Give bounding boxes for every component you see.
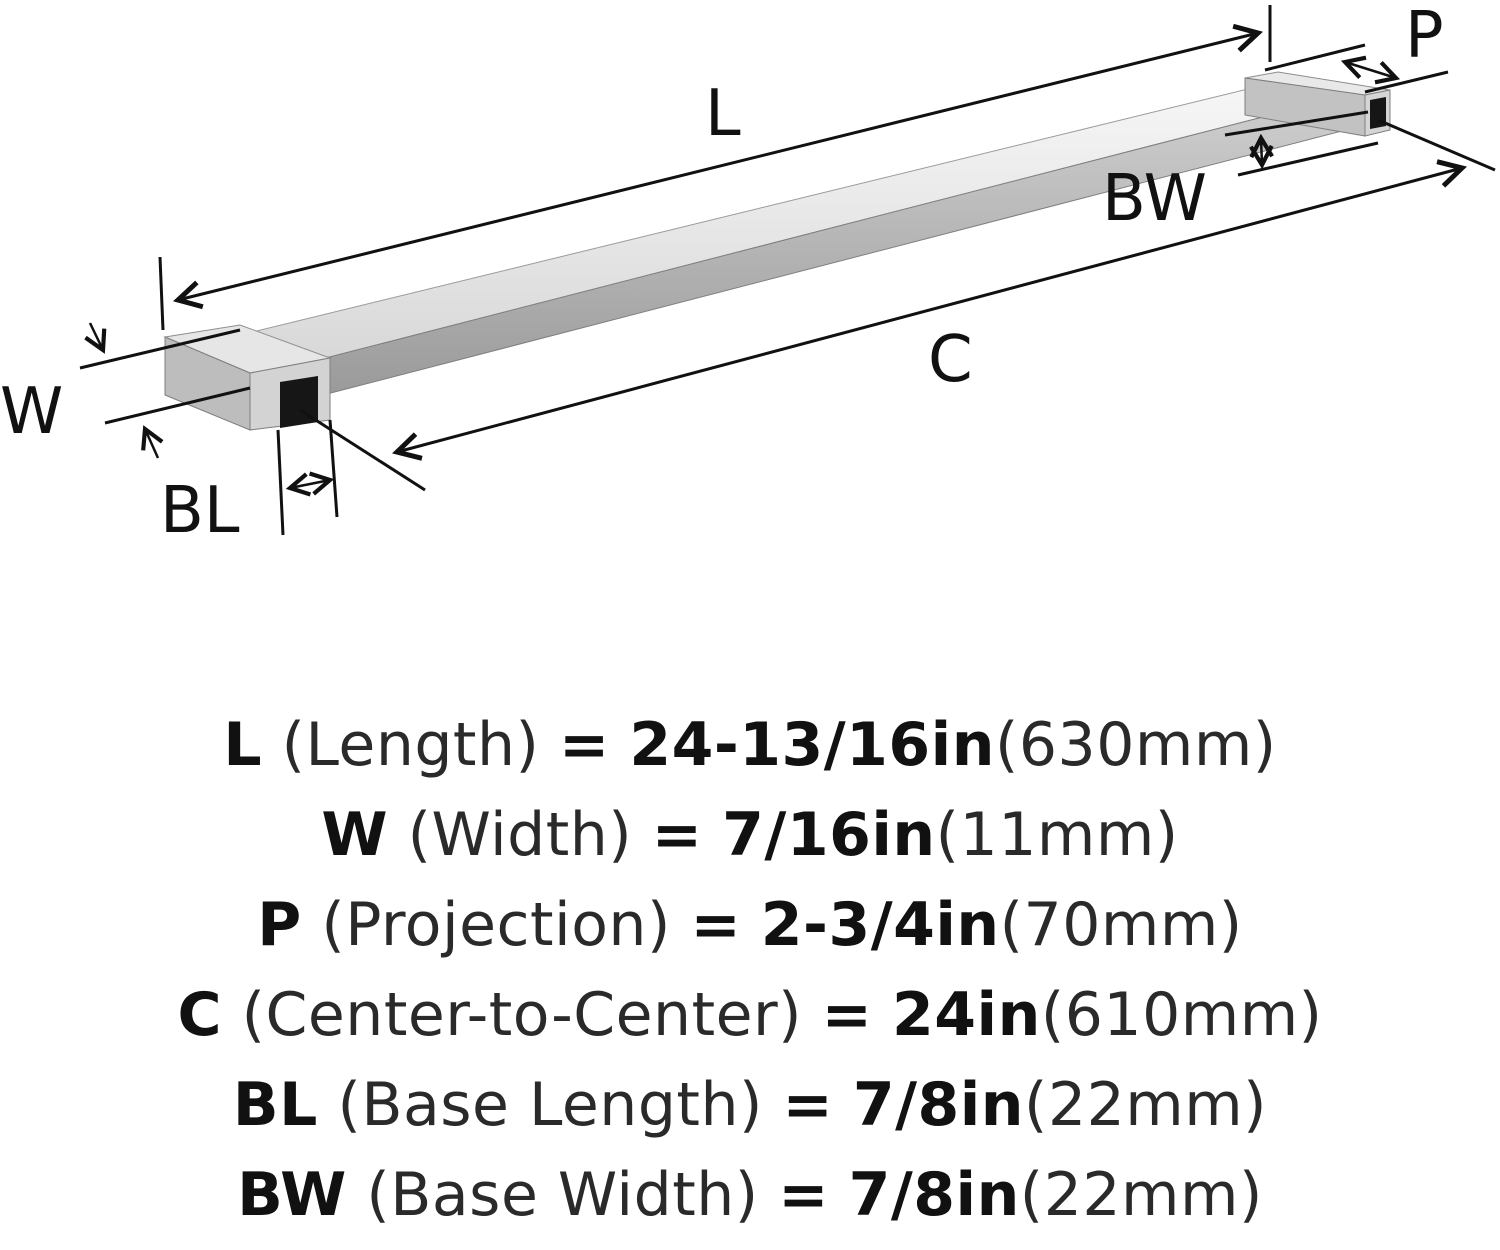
spec-name: (Base Length) [337, 1070, 763, 1140]
spec-name: (Projection) [321, 890, 671, 960]
spec-metric: (610mm) [1040, 980, 1323, 1050]
spec-metric: (22mm) [1019, 1160, 1263, 1230]
projection-arrow [1345, 62, 1396, 78]
spec-imperial: 24in [892, 980, 1041, 1050]
spec-code: BL [232, 1070, 318, 1140]
spec-name: (Center-to-Center) [241, 980, 803, 1050]
spec-equals: = [782, 1070, 834, 1140]
projection-guide-bottom [1364, 70, 1449, 94]
base-length-extension-right [328, 419, 339, 518]
spec-code: BW [237, 1160, 347, 1230]
left-base-opening [280, 376, 318, 428]
spec-code: C [177, 980, 222, 1050]
spec-row-base-length: BL (Base Length) = 7/8in(22mm) [0, 1060, 1500, 1150]
width-arrow-top [90, 322, 103, 350]
center-line-left [299, 408, 426, 492]
callout-c: C [928, 323, 973, 397]
spec-name: (Width) [407, 800, 633, 870]
spec-imperial: 7/16in [722, 800, 936, 870]
spec-name: (Base Width) [366, 1160, 759, 1230]
towel-bar [163, 71, 1391, 431]
spec-row-center-to-center: C (Center-to-Center) = 24in(610mm) [0, 970, 1500, 1060]
spec-imperial: 7/8in [852, 1070, 1025, 1140]
dimension-labels: L P BW W C BL [0, 0, 1444, 548]
spec-metric: (630mm) [994, 710, 1277, 780]
center-dimension-arrow [397, 168, 1462, 452]
base-width-arrow [1261, 138, 1262, 165]
spec-code: W [321, 800, 388, 870]
callout-bl: BL [160, 474, 240, 548]
spec-row-projection: P (Projection) = 2-3/4in(70mm) [0, 880, 1500, 970]
callout-p: P [1405, 0, 1444, 73]
spec-code: P [257, 890, 302, 960]
base-length-extension-left [276, 429, 285, 536]
spec-row-width: W (Width) = 7/16in(11mm) [0, 790, 1500, 880]
projection-guide-top [1264, 43, 1366, 72]
width-guide-top [79, 328, 241, 370]
dimension-specification-list: L (Length) = 24-13/16in(630mm) W (Width)… [0, 700, 1500, 1240]
base-length-arrow [290, 480, 330, 488]
length-extension-left [158, 256, 165, 331]
spec-equals: = [778, 1160, 830, 1230]
towel-bar-dimension-diagram: L P BW W C BL [0, 0, 1496, 548]
spec-metric: (22mm) [1024, 1070, 1268, 1140]
dimension-lines [79, 5, 1496, 536]
spec-equals: = [651, 800, 703, 870]
spec-equals: = [690, 890, 742, 960]
spec-equals: = [558, 710, 610, 780]
spec-code: L [223, 710, 263, 780]
width-guide-bottom [104, 386, 251, 425]
right-base-opening [1370, 97, 1386, 129]
callout-bw: BW [1102, 162, 1207, 236]
spec-row-base-width: BW (Base Width) = 7/8in(22mm) [0, 1150, 1500, 1240]
center-line-right [1377, 118, 1496, 172]
spec-equals: = [821, 980, 873, 1050]
base-width-guide-top [1224, 110, 1369, 137]
spec-imperial: 7/8in [848, 1160, 1020, 1230]
spec-imperial: 2-3/4in [760, 890, 1000, 960]
callout-l: L [705, 77, 741, 151]
spec-metric: (11mm) [935, 800, 1179, 870]
spec-row-length: L (Length) = 24-13/16in(630mm) [0, 700, 1500, 790]
spec-imperial: 24-13/16in [629, 710, 995, 780]
spec-name: (Length) [281, 710, 540, 780]
spec-metric: (70mm) [999, 890, 1243, 960]
callout-w: W [0, 375, 63, 449]
width-arrow-bottom [145, 429, 158, 459]
